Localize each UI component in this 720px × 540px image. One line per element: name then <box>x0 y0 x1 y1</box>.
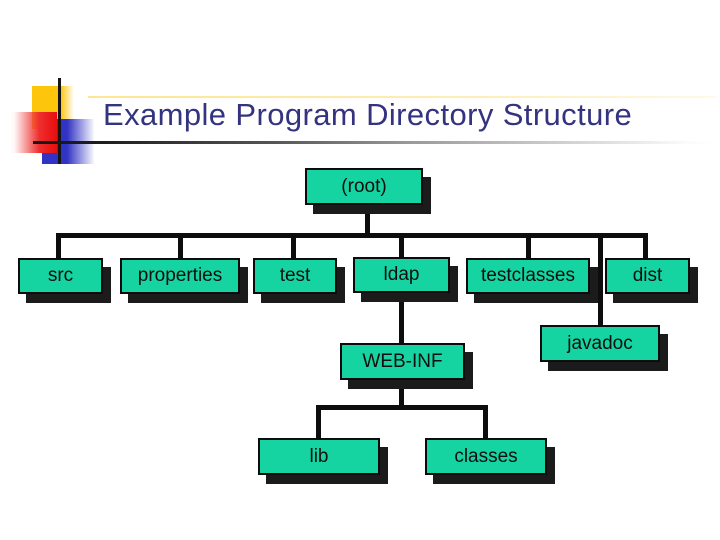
tree-node-web-inf: WEB-INF <box>340 343 465 380</box>
connector-webinf-stub <box>399 381 404 408</box>
tree-node-testclasses: testclasses <box>466 258 590 294</box>
connector-bar-to-javadoc <box>598 236 603 326</box>
connector-ldap-to-webinf <box>399 294 404 344</box>
title-underline-rule <box>33 141 715 144</box>
tree-node-ldap: ldap <box>353 257 450 293</box>
connector-stub-dist <box>643 236 648 259</box>
tree-node-javadoc: javadoc <box>540 325 660 362</box>
tree-node-dist: dist <box>605 258 690 294</box>
tree-node-properties: properties <box>120 258 240 294</box>
connector-stub-properties <box>178 236 183 259</box>
connector-stub-src <box>56 236 61 259</box>
connector-mid-bar <box>316 405 488 410</box>
faint-gold-rule <box>88 96 716 98</box>
logo-vertical-line <box>58 78 61 164</box>
connector-root-stub <box>365 205 370 237</box>
logo-red-square <box>10 112 57 153</box>
tree-node-lib: lib <box>258 438 380 475</box>
tree-node-root: (root) <box>305 168 423 205</box>
connector-stub-ldap <box>399 236 404 258</box>
connector-stub-classes <box>483 408 488 439</box>
connector-top-bar <box>56 233 648 238</box>
connector-stub-testclasses <box>526 236 531 259</box>
connector-stub-test <box>291 236 296 259</box>
tree-node-classes: classes <box>425 438 547 475</box>
tree-node-test: test <box>253 258 337 294</box>
tree-node-src: src <box>18 258 103 294</box>
slide-title: Example Program Directory Structure <box>103 97 633 132</box>
connector-stub-lib <box>316 408 321 439</box>
